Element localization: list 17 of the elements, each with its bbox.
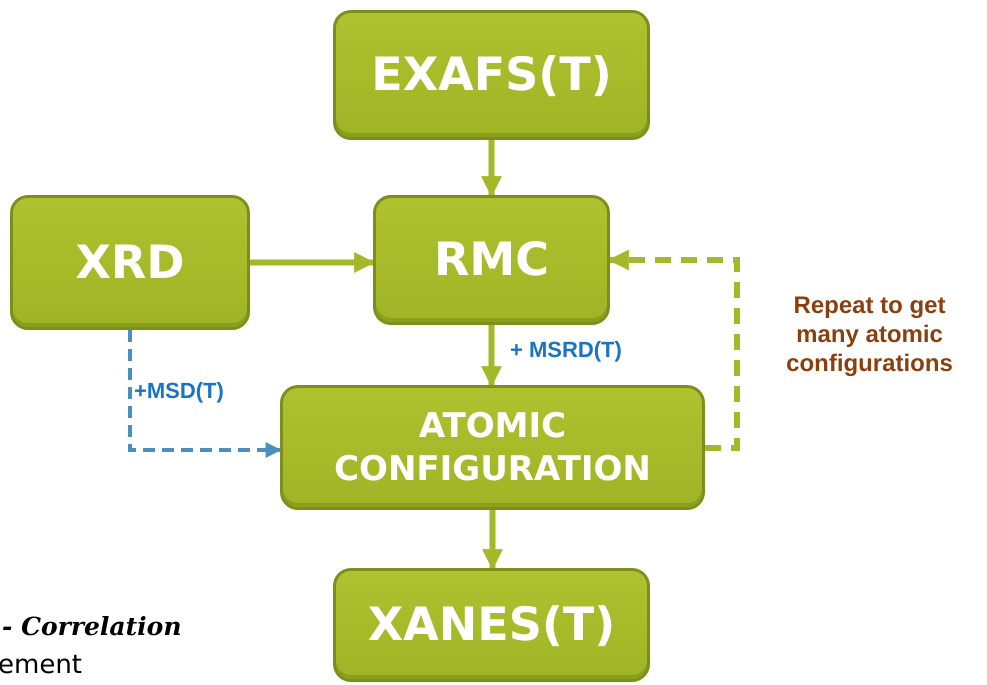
process-box xyxy=(333,568,650,682)
box-label: ATOMIC CONFIGURATION xyxy=(333,405,652,490)
note-text: - Correlation xyxy=(2,612,182,641)
box-label: RMC xyxy=(434,231,549,288)
process-box xyxy=(280,385,705,510)
arrow xyxy=(481,325,502,388)
box-label: XANES(T) xyxy=(368,596,616,654)
box-label: EXAFS(T) xyxy=(371,46,612,104)
arrow xyxy=(128,330,282,458)
process-box xyxy=(373,195,610,325)
arrow xyxy=(250,252,376,273)
arrow xyxy=(608,250,740,451)
process-box xyxy=(333,10,650,140)
box-label: XRD xyxy=(75,234,185,291)
process-box xyxy=(10,195,250,330)
arrow xyxy=(482,510,503,570)
arrow xyxy=(481,140,502,198)
